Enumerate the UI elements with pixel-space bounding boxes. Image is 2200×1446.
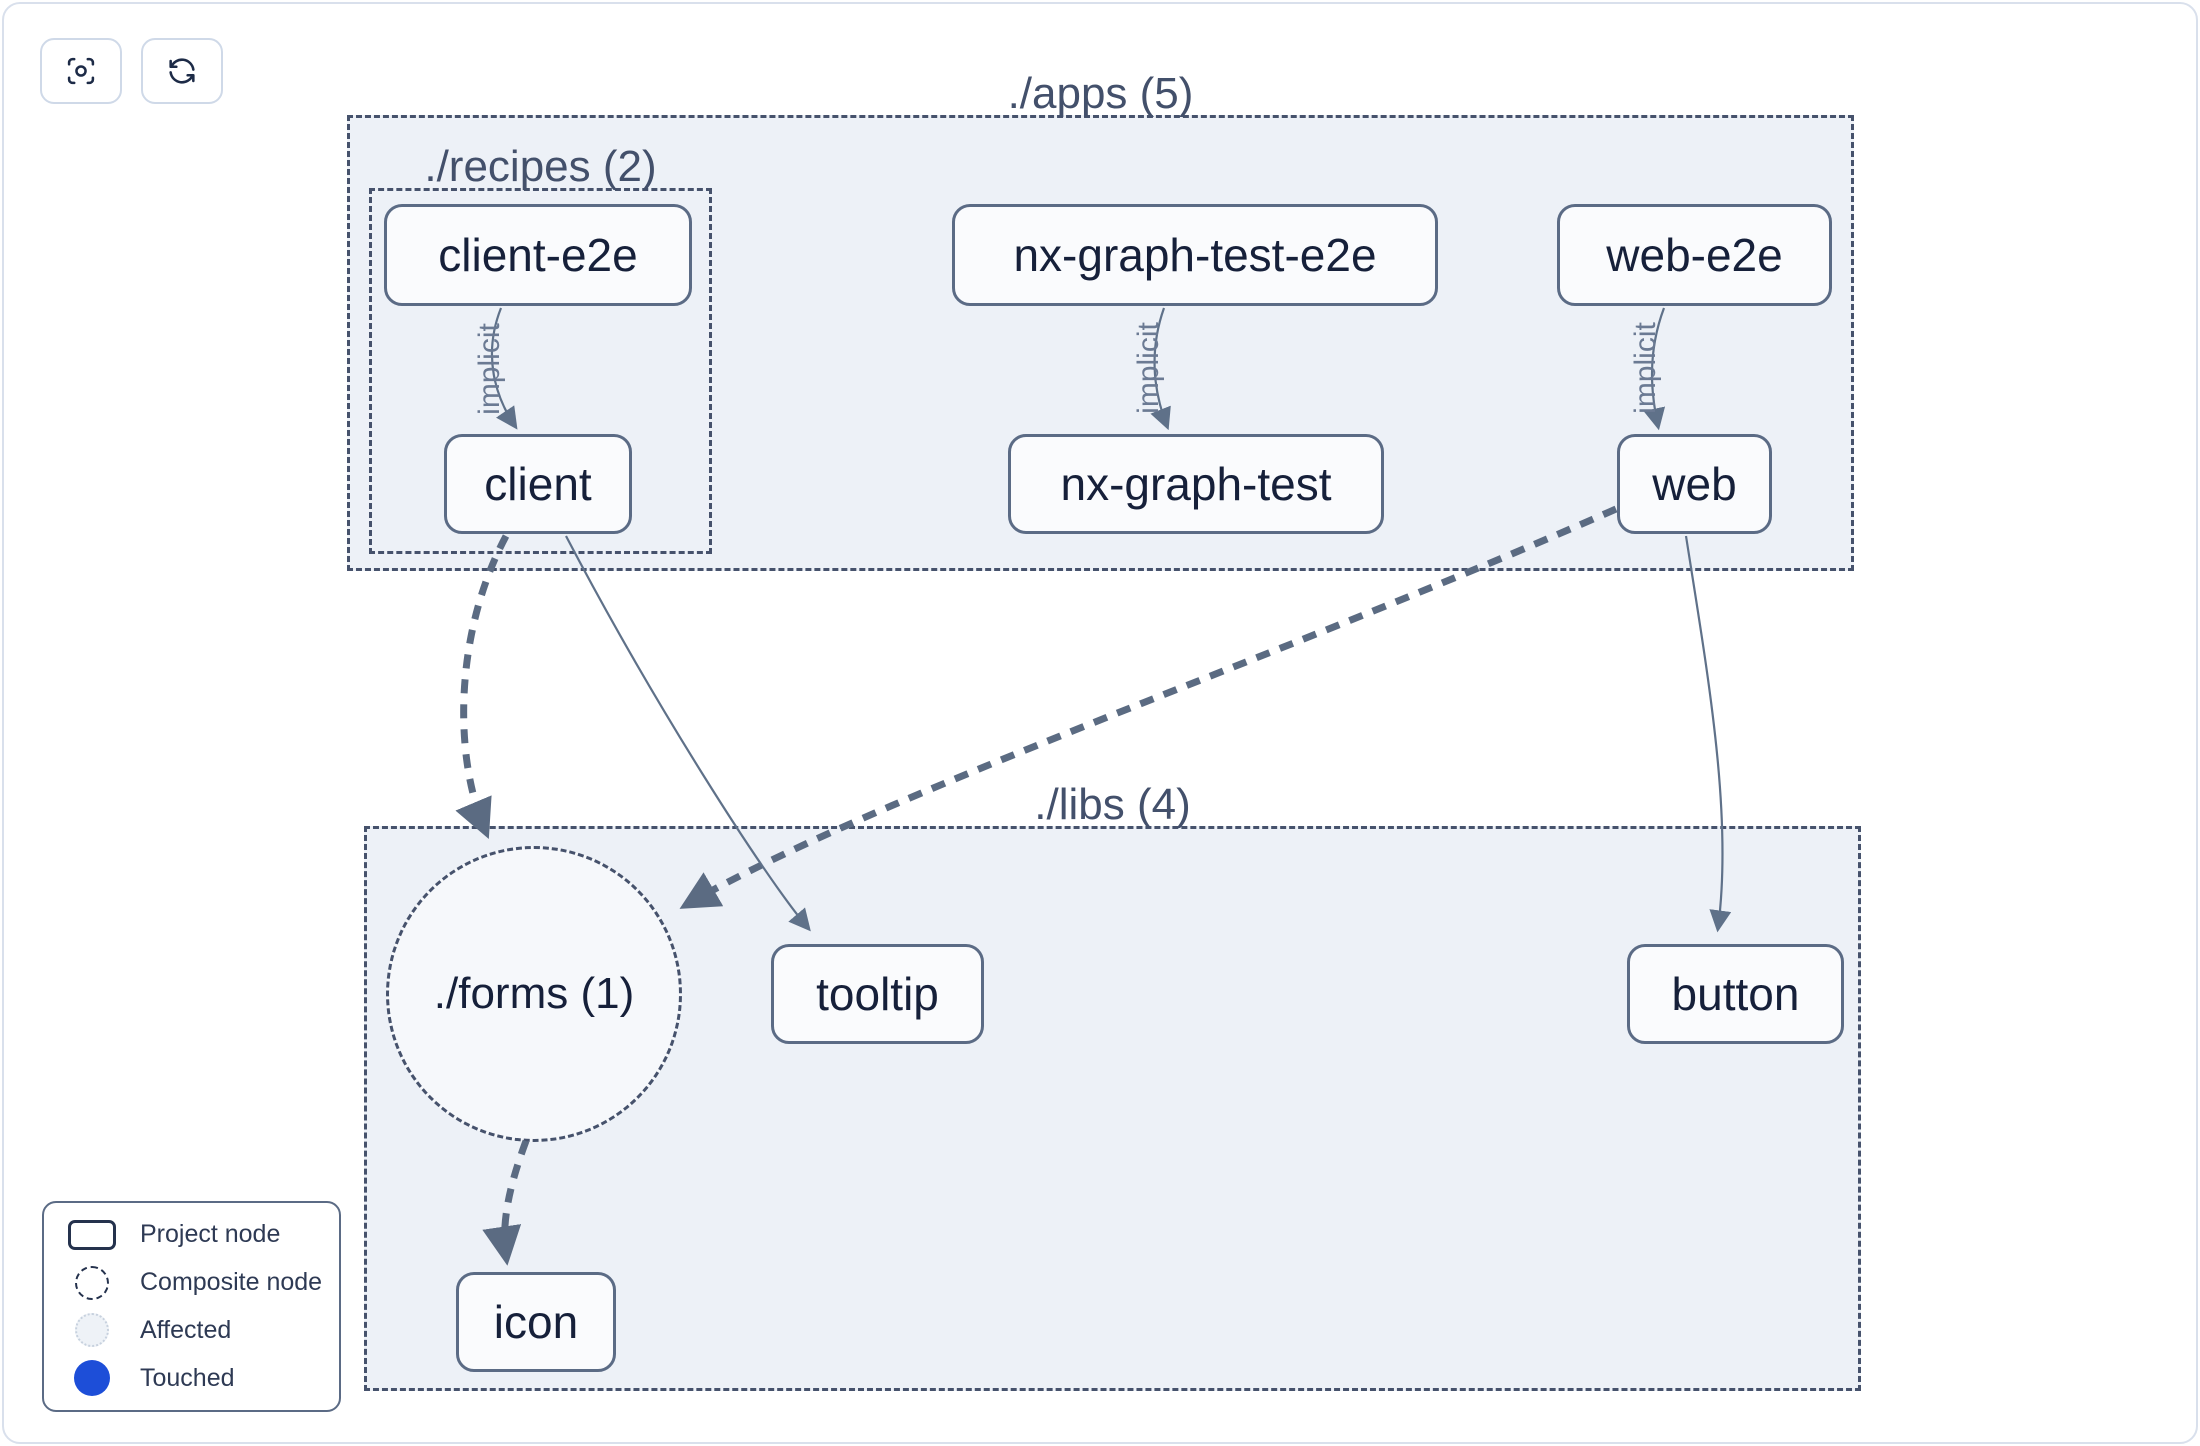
legend-row-affected: Affected — [44, 1308, 339, 1352]
node-web-label: web — [1652, 458, 1737, 510]
legend-label-project-node: Project node — [140, 1220, 281, 1249]
node-web-e2e[interactable]: web-e2e — [1557, 204, 1832, 306]
refresh-icon — [169, 58, 195, 84]
node-web-e2e-label: web-e2e — [1606, 229, 1783, 281]
legend-row-composite-node: Composite node — [44, 1261, 339, 1305]
legend-row-touched: Touched — [44, 1356, 339, 1400]
touched-swatch — [74, 1360, 110, 1397]
node-tooltip-label: tooltip — [816, 968, 939, 1020]
legend-label-composite-node: Composite node — [140, 1268, 323, 1297]
container-libs-label: ./libs (4) — [1034, 780, 1191, 829]
node-button-label: button — [1671, 968, 1800, 1020]
node-tooltip[interactable]: tooltip — [771, 944, 984, 1044]
composite-node-forms[interactable]: ./forms (1) — [386, 846, 682, 1142]
focus-icon — [67, 57, 95, 85]
node-client[interactable]: client — [444, 434, 632, 534]
legend-label-touched: Touched — [140, 1363, 235, 1392]
node-nx-graph-test-label: nx-graph-test — [1060, 458, 1332, 510]
node-icon-label: icon — [493, 1296, 579, 1348]
legend: Project node Composite node Affected Tou… — [42, 1201, 341, 1412]
node-nx-graph-test-e2e-label: nx-graph-test-e2e — [1013, 229, 1377, 281]
container-recipes-label: ./recipes (2) — [424, 142, 657, 191]
refresh-button[interactable] — [141, 38, 223, 104]
node-nx-graph-test-e2e[interactable]: nx-graph-test-e2e — [952, 204, 1438, 306]
node-client-e2e-label: client-e2e — [438, 229, 638, 281]
focus-button[interactable] — [40, 38, 122, 104]
node-web[interactable]: web — [1617, 434, 1772, 534]
affected-swatch — [75, 1313, 109, 1348]
node-nx-graph-test[interactable]: nx-graph-test — [1008, 434, 1384, 534]
container-apps-label: ./apps (5) — [1007, 69, 1194, 118]
composite-node-swatch — [75, 1265, 109, 1300]
project-node-swatch — [68, 1219, 116, 1250]
node-icon[interactable]: icon — [456, 1272, 616, 1372]
legend-label-affected: Affected — [140, 1315, 232, 1344]
composite-node-forms-label: ./forms (1) — [433, 969, 635, 1018]
node-client-e2e[interactable]: client-e2e — [384, 204, 692, 306]
node-button[interactable]: button — [1627, 944, 1844, 1044]
node-client-label: client — [484, 458, 592, 510]
legend-row-project-node: Project node — [44, 1213, 339, 1257]
